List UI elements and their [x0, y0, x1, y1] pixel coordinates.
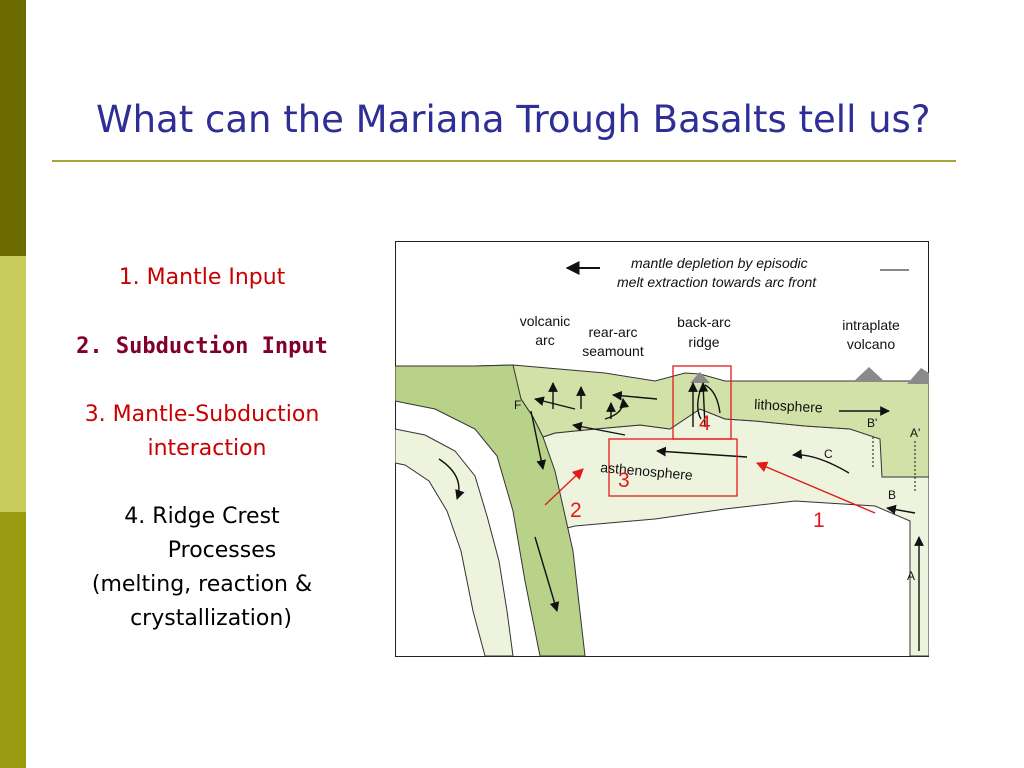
number-3: 3	[618, 469, 630, 492]
list-item-text-cont: (melting, reaction &	[91, 572, 313, 597]
list-item-text: 2. Subduction Input	[76, 334, 328, 359]
slide-title: What can the Mariana Trough Basalts tell…	[96, 98, 931, 141]
label-back-arc: back-arc	[677, 314, 731, 330]
label-rear-arc: rear-arc	[588, 324, 637, 340]
list-item-text-cont: interaction	[147, 436, 267, 461]
letter-f: F	[514, 398, 521, 412]
label-intraplate: intraplate	[842, 317, 900, 333]
number-4: 4	[699, 412, 711, 435]
list-item-ridge-crest: 4. Ridge Crest Processes (melting, react…	[42, 500, 362, 636]
header-line-2: melt extraction towards arc front	[617, 274, 817, 290]
label-volcano: volcano	[847, 336, 895, 352]
title-divider	[52, 160, 956, 162]
number-1: 1	[813, 509, 825, 532]
volcano-ridge	[690, 372, 710, 383]
list-item-text: 3. Mantle-Subduction	[84, 402, 320, 427]
red-arrow-1	[755, 461, 876, 514]
list-item-mantle-input: 1. Mantle Input	[42, 261, 362, 295]
slab-underside	[395, 428, 514, 657]
label-arc: arc	[535, 332, 554, 348]
letter-c: C	[824, 447, 833, 461]
list-item-text-cont: crystallization)	[130, 606, 292, 631]
label-volcanic: volcanic	[520, 313, 571, 329]
volcano-right-1	[853, 367, 885, 382]
sidebar-stripe-bottom	[0, 512, 26, 768]
letter-b: B	[888, 488, 896, 502]
letter-a-prime: A'	[910, 426, 920, 440]
label-lithosphere: lithosphere	[754, 396, 823, 416]
list-item-subduction-input: 2. Subduction Input	[42, 330, 362, 364]
header-line-1: mantle depletion by episodic	[631, 255, 808, 271]
list-item-mantle-subduction: 3. Mantle-Subduction interaction	[42, 398, 362, 466]
list-item-text: 1. Mantle Input	[118, 265, 286, 290]
label-ridge: ridge	[688, 334, 719, 350]
subduction-diagram: mantle depletion by episodic melt extrac…	[395, 241, 929, 657]
box-region-4	[672, 365, 732, 440]
letter-b-prime: B'	[867, 416, 877, 430]
lithosphere-plate	[395, 364, 929, 478]
number-2: 2	[570, 499, 582, 522]
list-item-text-cont: Processes	[167, 538, 277, 563]
sidebar-stripe-middle	[0, 256, 26, 512]
red-arrow-2	[544, 468, 584, 506]
label-seamount: seamount	[582, 343, 644, 359]
plate-arrows	[438, 382, 924, 651]
subducting-slab	[395, 364, 586, 657]
sidebar-stripe-top	[0, 0, 26, 256]
letter-a: A	[907, 569, 915, 583]
list-item-text: 4. Ridge Crest	[124, 504, 280, 529]
volcano-right-2	[907, 368, 929, 384]
